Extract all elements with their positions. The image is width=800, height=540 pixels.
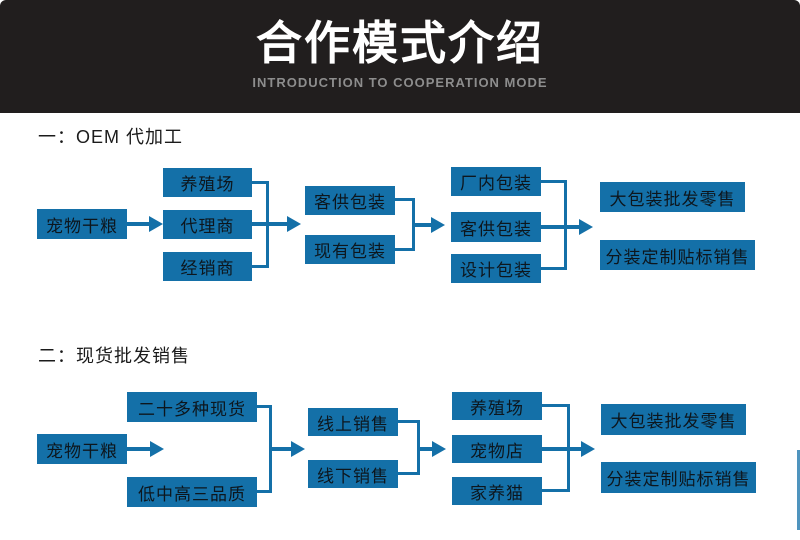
connector-line: [395, 248, 415, 251]
flow2-col5-box-1: 分装定制贴标销售: [601, 462, 756, 493]
arrow-right-icon: [431, 217, 445, 233]
arrow-right-icon: [581, 441, 595, 457]
flow2-col2-box-1: 低中高三品质: [127, 477, 257, 507]
connector-line: [542, 489, 570, 492]
flow2-col5-box-0: 大包装批发零售: [601, 404, 746, 435]
flow2-col4-box-1: 宠物店: [452, 435, 542, 463]
connector-line: [398, 472, 420, 475]
connector-line: [252, 181, 268, 184]
flow1-col4-box-1: 客供包装: [451, 212, 541, 242]
page-subtitle: INTRODUCTION TO COOPERATION MODE: [252, 74, 548, 90]
cutoff-box-sliver: [797, 450, 800, 530]
connector-line: [257, 490, 272, 493]
flow1-source-box: 宠物干粮: [37, 209, 127, 239]
connector-line: [123, 447, 151, 451]
flow2-col4-box-2: 家养猫: [452, 477, 542, 505]
arrow-right-icon: [150, 441, 164, 457]
connector-line: [412, 223, 432, 227]
section-2-label: 二：现货批发销售: [38, 346, 190, 366]
connector-line: [542, 447, 582, 451]
flow1-col3-box-0: 客供包装: [305, 186, 395, 215]
connector-line: [417, 447, 433, 451]
section-1-label: 一：OEM 代加工: [38, 127, 184, 147]
arrow-right-icon: [291, 441, 305, 457]
arrow-right-icon: [287, 216, 301, 232]
flow2-col2-box-0: 二十多种现货: [127, 392, 257, 422]
flow1-col2-box-2: 经销商: [163, 252, 252, 281]
flow1-col3-box-1: 现有包装: [305, 235, 395, 264]
connector-line: [542, 404, 570, 407]
connector-line: [541, 225, 580, 229]
connector-line: [395, 198, 415, 201]
flow1-col5-box-0: 大包装批发零售: [600, 182, 745, 212]
flow1-col2-box-0: 养殖场: [163, 168, 252, 197]
connector-line: [252, 265, 268, 268]
flow1-col4-box-0: 厂内包装: [451, 167, 541, 196]
connector-line: [257, 405, 272, 408]
connector-line: [269, 447, 292, 451]
arrow-right-icon: [149, 216, 163, 232]
flow2-col3-box-1: 线下销售: [308, 460, 398, 488]
arrow-right-icon: [579, 219, 593, 235]
header-banner: 合作模式介绍 INTRODUCTION TO COOPERATION MODE: [0, 0, 800, 113]
flow2-col3-box-0: 线上销售: [308, 408, 398, 436]
flow2-source-box: 宠物干粮: [37, 434, 127, 464]
arrow-right-icon: [432, 441, 446, 457]
flow1-col2-box-1: 代理商: [163, 210, 252, 239]
connector-line: [252, 222, 288, 226]
flow1-col4-box-2: 设计包装: [451, 254, 541, 283]
flow2-col4-box-0: 养殖场: [452, 392, 542, 420]
flow1-col5-box-1: 分装定制贴标销售: [600, 240, 755, 270]
connector-line: [123, 222, 150, 226]
connector-line: [541, 180, 567, 183]
connector-line: [541, 267, 567, 270]
page-title: 合作模式介绍: [256, 17, 544, 69]
connector-line: [398, 420, 420, 423]
